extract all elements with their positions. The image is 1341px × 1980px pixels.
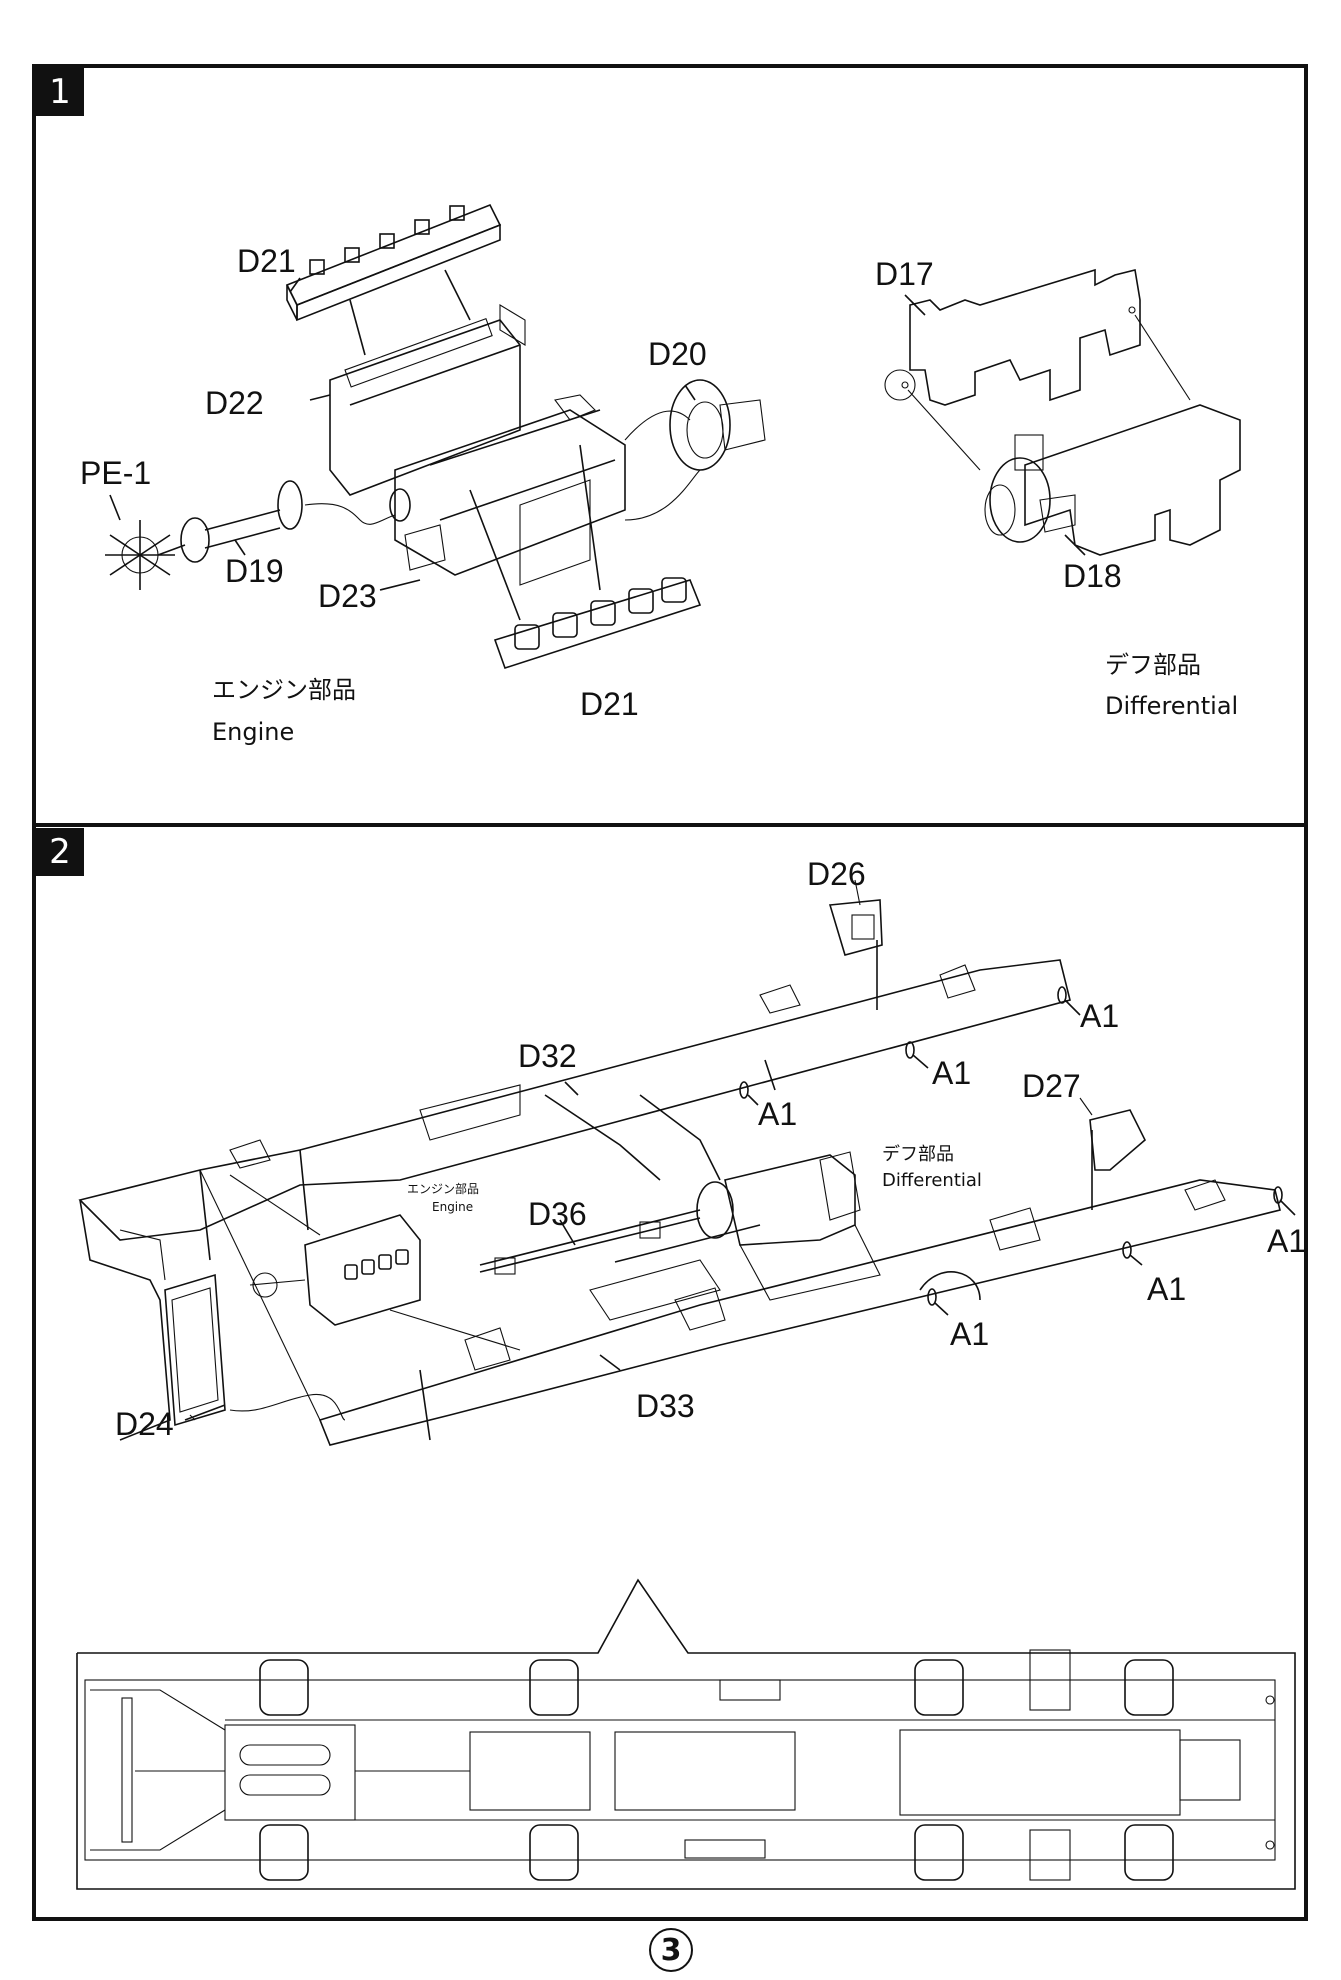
- part-label-d17: D17: [875, 256, 934, 292]
- part-label-d32: D32: [518, 1038, 577, 1074]
- step-divider: [32, 823, 1308, 827]
- instruction-frame: [32, 64, 1308, 1921]
- part-d20: [624, 379, 766, 521]
- caption-step2-engine-en: Engine: [432, 1200, 474, 1214]
- caption-diff-jp: デフ部品: [1105, 651, 1201, 679]
- part-d26: [828, 879, 883, 1010]
- part-d24-radiator: [164, 1273, 346, 1427]
- caption-step2-diff-jp: デフ部品: [882, 1144, 954, 1165]
- part-label-d24: D24: [115, 1406, 174, 1442]
- caption-engine-jp: エンジン部品: [212, 676, 356, 704]
- caption-step2-diff-en: Differential: [882, 1170, 982, 1191]
- part-label-a1-1: A1: [1080, 998, 1120, 1034]
- part-label-d21-bottom: D21: [580, 686, 639, 722]
- part-label-a1-2: A1: [932, 1055, 972, 1091]
- inset-wheels: [259, 1659, 1174, 1881]
- part-label-d21-top: D21: [237, 243, 296, 279]
- part-d17: [884, 268, 1141, 406]
- inset-bottom-view: [76, 1578, 1296, 1890]
- part-d32-rail: [78, 959, 1071, 1261]
- part-d21-top: [285, 203, 502, 356]
- part-differential-assembled: [696, 1151, 881, 1301]
- part-label-a1-6: A1: [950, 1316, 990, 1352]
- part-d19: [180, 480, 396, 563]
- part-d18: [907, 314, 1241, 556]
- part-engine-assembled: [229, 1174, 521, 1351]
- part-label-d26: D26: [807, 856, 866, 892]
- part-label-a1-4: A1: [1267, 1223, 1307, 1259]
- part-label-d33: D33: [636, 1388, 695, 1424]
- step-2-badge: 2: [36, 828, 84, 876]
- part-engine-block: [389, 394, 626, 586]
- part-label-d23: D23: [318, 578, 377, 614]
- part-label-d18: D18: [1063, 558, 1122, 594]
- part-label-d20: D20: [648, 336, 707, 372]
- part-label-d36: D36: [528, 1196, 587, 1232]
- caption-engine-en: Engine: [212, 718, 295, 746]
- part-d36-driveshaft: [479, 1209, 701, 1275]
- part-pe1-fan: [105, 520, 186, 590]
- part-label-a1-3: A1: [758, 1096, 798, 1132]
- part-d33-rail: [318, 1179, 1281, 1446]
- part-d22: [329, 304, 526, 496]
- part-d27: [1079, 1097, 1146, 1210]
- page-number: 3: [649, 1928, 693, 1972]
- part-a1-clips: [739, 986, 1296, 1316]
- part-label-d19: D19: [225, 553, 284, 589]
- caption-step2-engine-jp: エンジン部品: [407, 1182, 480, 1196]
- part-front-crossmember: [79, 1169, 321, 1441]
- caption-diff-en: Differential: [1105, 692, 1239, 720]
- part-label-d22: D22: [205, 385, 264, 421]
- part-label-d27: D27: [1022, 1068, 1081, 1104]
- part-d21-bottom: [469, 444, 702, 669]
- part-label-a1-5: A1: [1147, 1271, 1187, 1307]
- part-label-pe1: PE-1: [80, 455, 152, 491]
- step-1-badge: 1: [36, 68, 84, 116]
